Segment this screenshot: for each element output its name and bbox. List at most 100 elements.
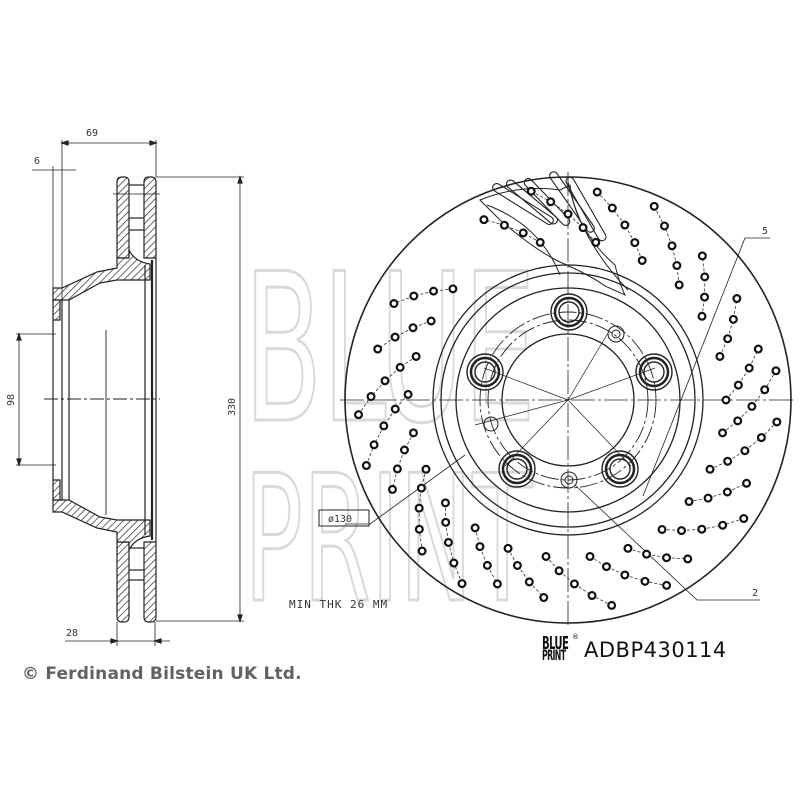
drill-hole xyxy=(740,446,750,456)
side-view xyxy=(16,140,244,646)
drill-hole xyxy=(387,484,397,494)
drill-hole xyxy=(539,593,549,603)
drill-hole xyxy=(361,461,371,471)
drill-hole xyxy=(623,543,633,553)
dim-diameter-330: 330 xyxy=(227,398,238,416)
drill-hole xyxy=(470,523,480,533)
blueprint-logo: BLUE PRINT xyxy=(542,634,569,665)
drill-hole xyxy=(705,464,715,474)
callout-2-leader xyxy=(574,484,760,601)
drill-hole xyxy=(672,261,682,271)
drill-hole xyxy=(721,395,731,405)
drill-hole xyxy=(369,440,379,450)
drill-hole xyxy=(756,433,766,443)
bolt-holes xyxy=(466,293,673,488)
drill-hole xyxy=(662,580,672,590)
drill-hole xyxy=(642,549,652,559)
drill-hole xyxy=(620,220,630,230)
logo-line2: PRINT xyxy=(542,648,566,665)
min-thickness-note: MIN THK 26 MM xyxy=(289,598,388,611)
drill-hole xyxy=(674,280,684,290)
drill-hole xyxy=(684,497,694,507)
drill-hole xyxy=(578,223,588,233)
drill-hole xyxy=(700,292,710,302)
drill-hole xyxy=(373,344,383,354)
drill-hole xyxy=(554,566,564,576)
bolt-hole-left xyxy=(466,353,504,391)
drill-hole xyxy=(475,542,485,552)
brand-block: BLUE PRINT ® ADBP430114 xyxy=(542,633,727,665)
drill-hole xyxy=(676,526,686,536)
drill-hole xyxy=(607,600,617,610)
drill-hole xyxy=(637,255,647,265)
drill-hole xyxy=(718,520,728,530)
drill-hole xyxy=(524,577,534,587)
drill-hole xyxy=(657,524,667,534)
drill-hole xyxy=(607,203,617,213)
registered-mark: ® xyxy=(572,633,579,641)
drill-hole xyxy=(379,421,389,431)
bolt-hole-top xyxy=(550,293,588,331)
drill-hole xyxy=(389,299,399,309)
drill-hole xyxy=(535,237,545,247)
drill-hole xyxy=(733,416,743,426)
drill-hole xyxy=(399,445,409,455)
pcd-label: ø130 xyxy=(328,514,352,525)
drill-hole xyxy=(760,385,770,395)
drill-hole xyxy=(667,241,677,251)
drill-hole xyxy=(408,428,418,438)
drill-hole xyxy=(392,464,402,474)
drill-hole xyxy=(390,404,400,414)
drill-hole xyxy=(569,579,579,589)
dim-hat-wall-6: 6 xyxy=(34,156,40,167)
drill-hole xyxy=(700,272,710,282)
rotor-plate-bottom-outer xyxy=(143,541,157,623)
drill-hole xyxy=(728,314,738,324)
bolt-hole-bottom-right xyxy=(601,450,639,488)
rotor-plate-top-outer xyxy=(143,176,157,259)
drill-hole xyxy=(449,558,459,568)
front-view xyxy=(318,171,796,628)
drill-hole xyxy=(503,543,513,553)
bolt-hole-bottom-left xyxy=(498,450,536,488)
drill-hole xyxy=(739,514,749,524)
drill-hole xyxy=(772,417,782,427)
rotor-plate-bottom-inner xyxy=(116,541,130,623)
drill-hole xyxy=(747,401,757,411)
dim-offset-69: 69 xyxy=(86,128,98,139)
drill-hole xyxy=(683,554,693,564)
drill-hole xyxy=(443,537,453,547)
drill-hole xyxy=(649,201,659,211)
drill-hole xyxy=(541,551,551,561)
drill-hole xyxy=(414,503,424,513)
hat-neck-bottom xyxy=(52,499,151,551)
drill-hole xyxy=(441,517,451,527)
drill-hole xyxy=(546,197,556,207)
drill-hole xyxy=(411,351,421,361)
drill-hole xyxy=(421,464,431,474)
drill-hole xyxy=(390,332,400,342)
drill-hole xyxy=(354,410,364,420)
drill-hole xyxy=(697,311,707,321)
drill-hole xyxy=(630,238,640,248)
drill-hole xyxy=(526,186,536,196)
rotor-plate-top-inner xyxy=(116,176,130,259)
drill-hole xyxy=(585,551,595,561)
dim-centre-bore-98: 98 xyxy=(6,394,17,406)
drill-hole xyxy=(403,389,413,399)
drill-hole xyxy=(587,591,597,601)
locator-holes xyxy=(483,325,625,489)
drill-hole xyxy=(744,363,754,373)
drill-hole xyxy=(591,237,601,247)
drill-hole xyxy=(492,579,502,589)
drill-hole xyxy=(733,380,743,390)
drill-hole xyxy=(697,251,707,261)
drill-hole xyxy=(440,498,450,508)
drill-hole xyxy=(479,215,489,225)
watermark-line2: PRINT xyxy=(244,439,533,642)
drilled-holes xyxy=(354,186,782,610)
drill-hole xyxy=(417,546,427,556)
watermark: BLUE PRINT xyxy=(243,230,537,643)
drill-hole xyxy=(662,553,672,563)
